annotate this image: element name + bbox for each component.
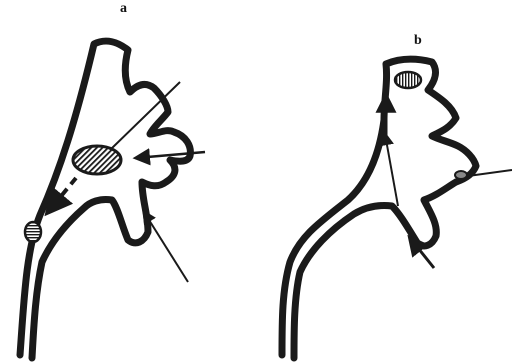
panel-label-b: b <box>414 34 422 48</box>
stone-lower-a <box>25 222 41 242</box>
stone-large-a <box>73 146 121 174</box>
duct-outline-b <box>282 59 476 358</box>
duct-outline-a <box>20 41 190 358</box>
stone-upper-b <box>395 72 421 88</box>
arrow-lower-a <box>144 212 188 282</box>
panel-label-a: a <box>120 2 127 16</box>
panel-a <box>20 41 205 358</box>
stone-small-b <box>455 171 467 179</box>
panel-b <box>282 59 512 358</box>
arrow-upper-right-a <box>110 82 180 150</box>
arrow-diagonal-b <box>385 134 398 206</box>
